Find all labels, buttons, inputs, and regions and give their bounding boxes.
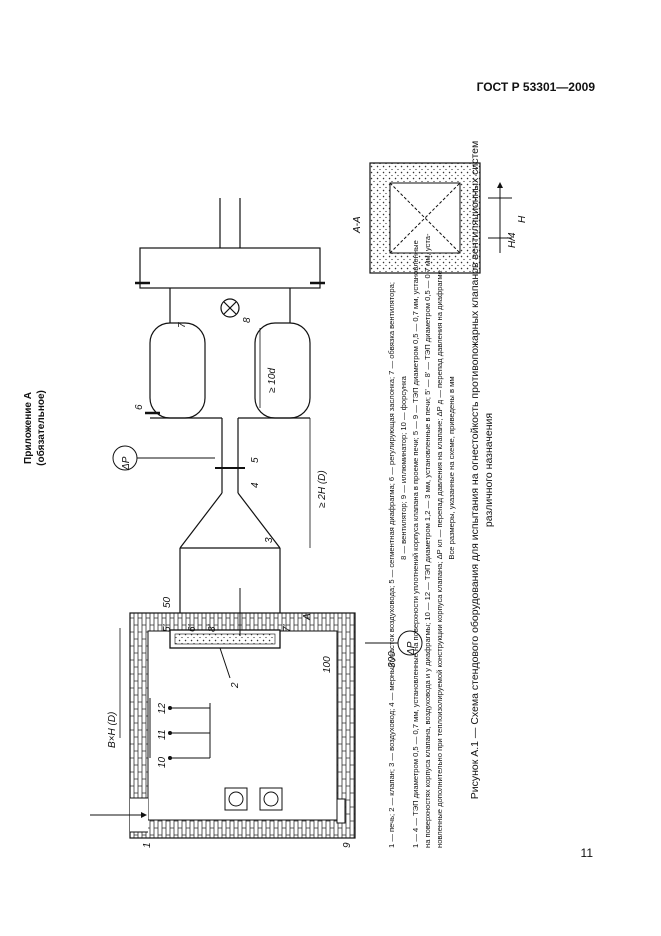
label-5-prime: 5' — [162, 623, 173, 632]
label-9: 9 — [342, 842, 353, 848]
dim-bh: В×Н (D) — [107, 712, 118, 748]
section-dim-h: Н — [517, 215, 528, 223]
dim-300: 300 — [387, 651, 398, 668]
caption-line-2: различного назначения — [483, 412, 495, 528]
section-title: А-А — [352, 216, 363, 234]
dim-50: 50 — [162, 596, 173, 608]
label-4: 4 — [250, 482, 261, 488]
appendix-note: (обязательное) — [36, 390, 47, 466]
label-8: 8 — [242, 317, 253, 323]
duct-assembly — [135, 198, 325, 613]
test-stand-diagram: 9 1 2 3 4 5 6 7 8 10 11 12 5' 6' 8' 7' 5… — [90, 162, 528, 848]
dimension-lines — [119, 328, 311, 738]
label-10: 10 — [157, 756, 168, 768]
label-8-prime: 8' — [207, 623, 218, 632]
dp-diaphragm: ΔР — [121, 456, 132, 471]
label-7: 7 — [177, 322, 188, 328]
figure-caption: Рисунок А.1 — Схема стендового оборудова… — [468, 112, 496, 828]
legend-line-2: 8 — вентилятор; 9 — иллюминатор; 10 — фо… — [399, 376, 408, 560]
label-7-prime: 7' — [282, 623, 293, 632]
furnace — [90, 588, 356, 839]
label-3: 3 — [264, 537, 275, 543]
figure-legend: 1 — печь; 2 — клапан; 3 — воздуховод; 4 … — [386, 88, 458, 848]
label-5: 5 — [250, 457, 261, 463]
label-6-prime: 6' — [187, 623, 198, 632]
section-mark-a: А — [302, 613, 313, 621]
appendix-heading: Приложение А (обязательное) — [22, 328, 48, 528]
legend-line-6: Все размеры, указанные на схеме, приведе… — [447, 376, 456, 560]
legend-line-1: 1 — печь; 2 — клапан; 3 — воздуховод; 4 … — [387, 282, 396, 848]
caption-line-1: Рисунок А.1 — Схема стендового оборудова… — [469, 140, 481, 800]
label-11: 11 — [157, 730, 168, 740]
section-a-a — [369, 162, 512, 274]
document-code: ГОСТ Р 53301—2009 — [476, 80, 595, 94]
section-dim-h4: Н/4 — [507, 232, 518, 248]
legend-line-4: на поверхностях корпуса клапана, воздухо… — [423, 233, 432, 848]
legend-line-5: новленные дополнительно при теплоизолиру… — [435, 270, 444, 848]
pressure-gauges — [112, 445, 423, 656]
label-12: 12 — [157, 702, 168, 714]
label-1: 1 — [142, 842, 153, 848]
legend-line-3: 1 — 4 — ТЭП диаметром 0,5 — 0,7 мм, уста… — [411, 240, 420, 848]
dim-100: 100 — [322, 656, 333, 673]
dim-10d: ≥ 10d — [267, 368, 278, 393]
page-number: 11 — [580, 846, 593, 860]
dp-valve: ΔР — [406, 641, 417, 656]
label-2: 2 — [230, 682, 241, 689]
rotated-figure-block: 9 1 2 3 4 5 6 7 8 10 11 12 5' 6' 8' 7' 5… — [10, 52, 550, 888]
dim-2h: ≥ 2Н (D) — [317, 470, 328, 508]
label-6: 6 — [134, 404, 145, 410]
appendix-title: Приложение А — [23, 392, 34, 464]
